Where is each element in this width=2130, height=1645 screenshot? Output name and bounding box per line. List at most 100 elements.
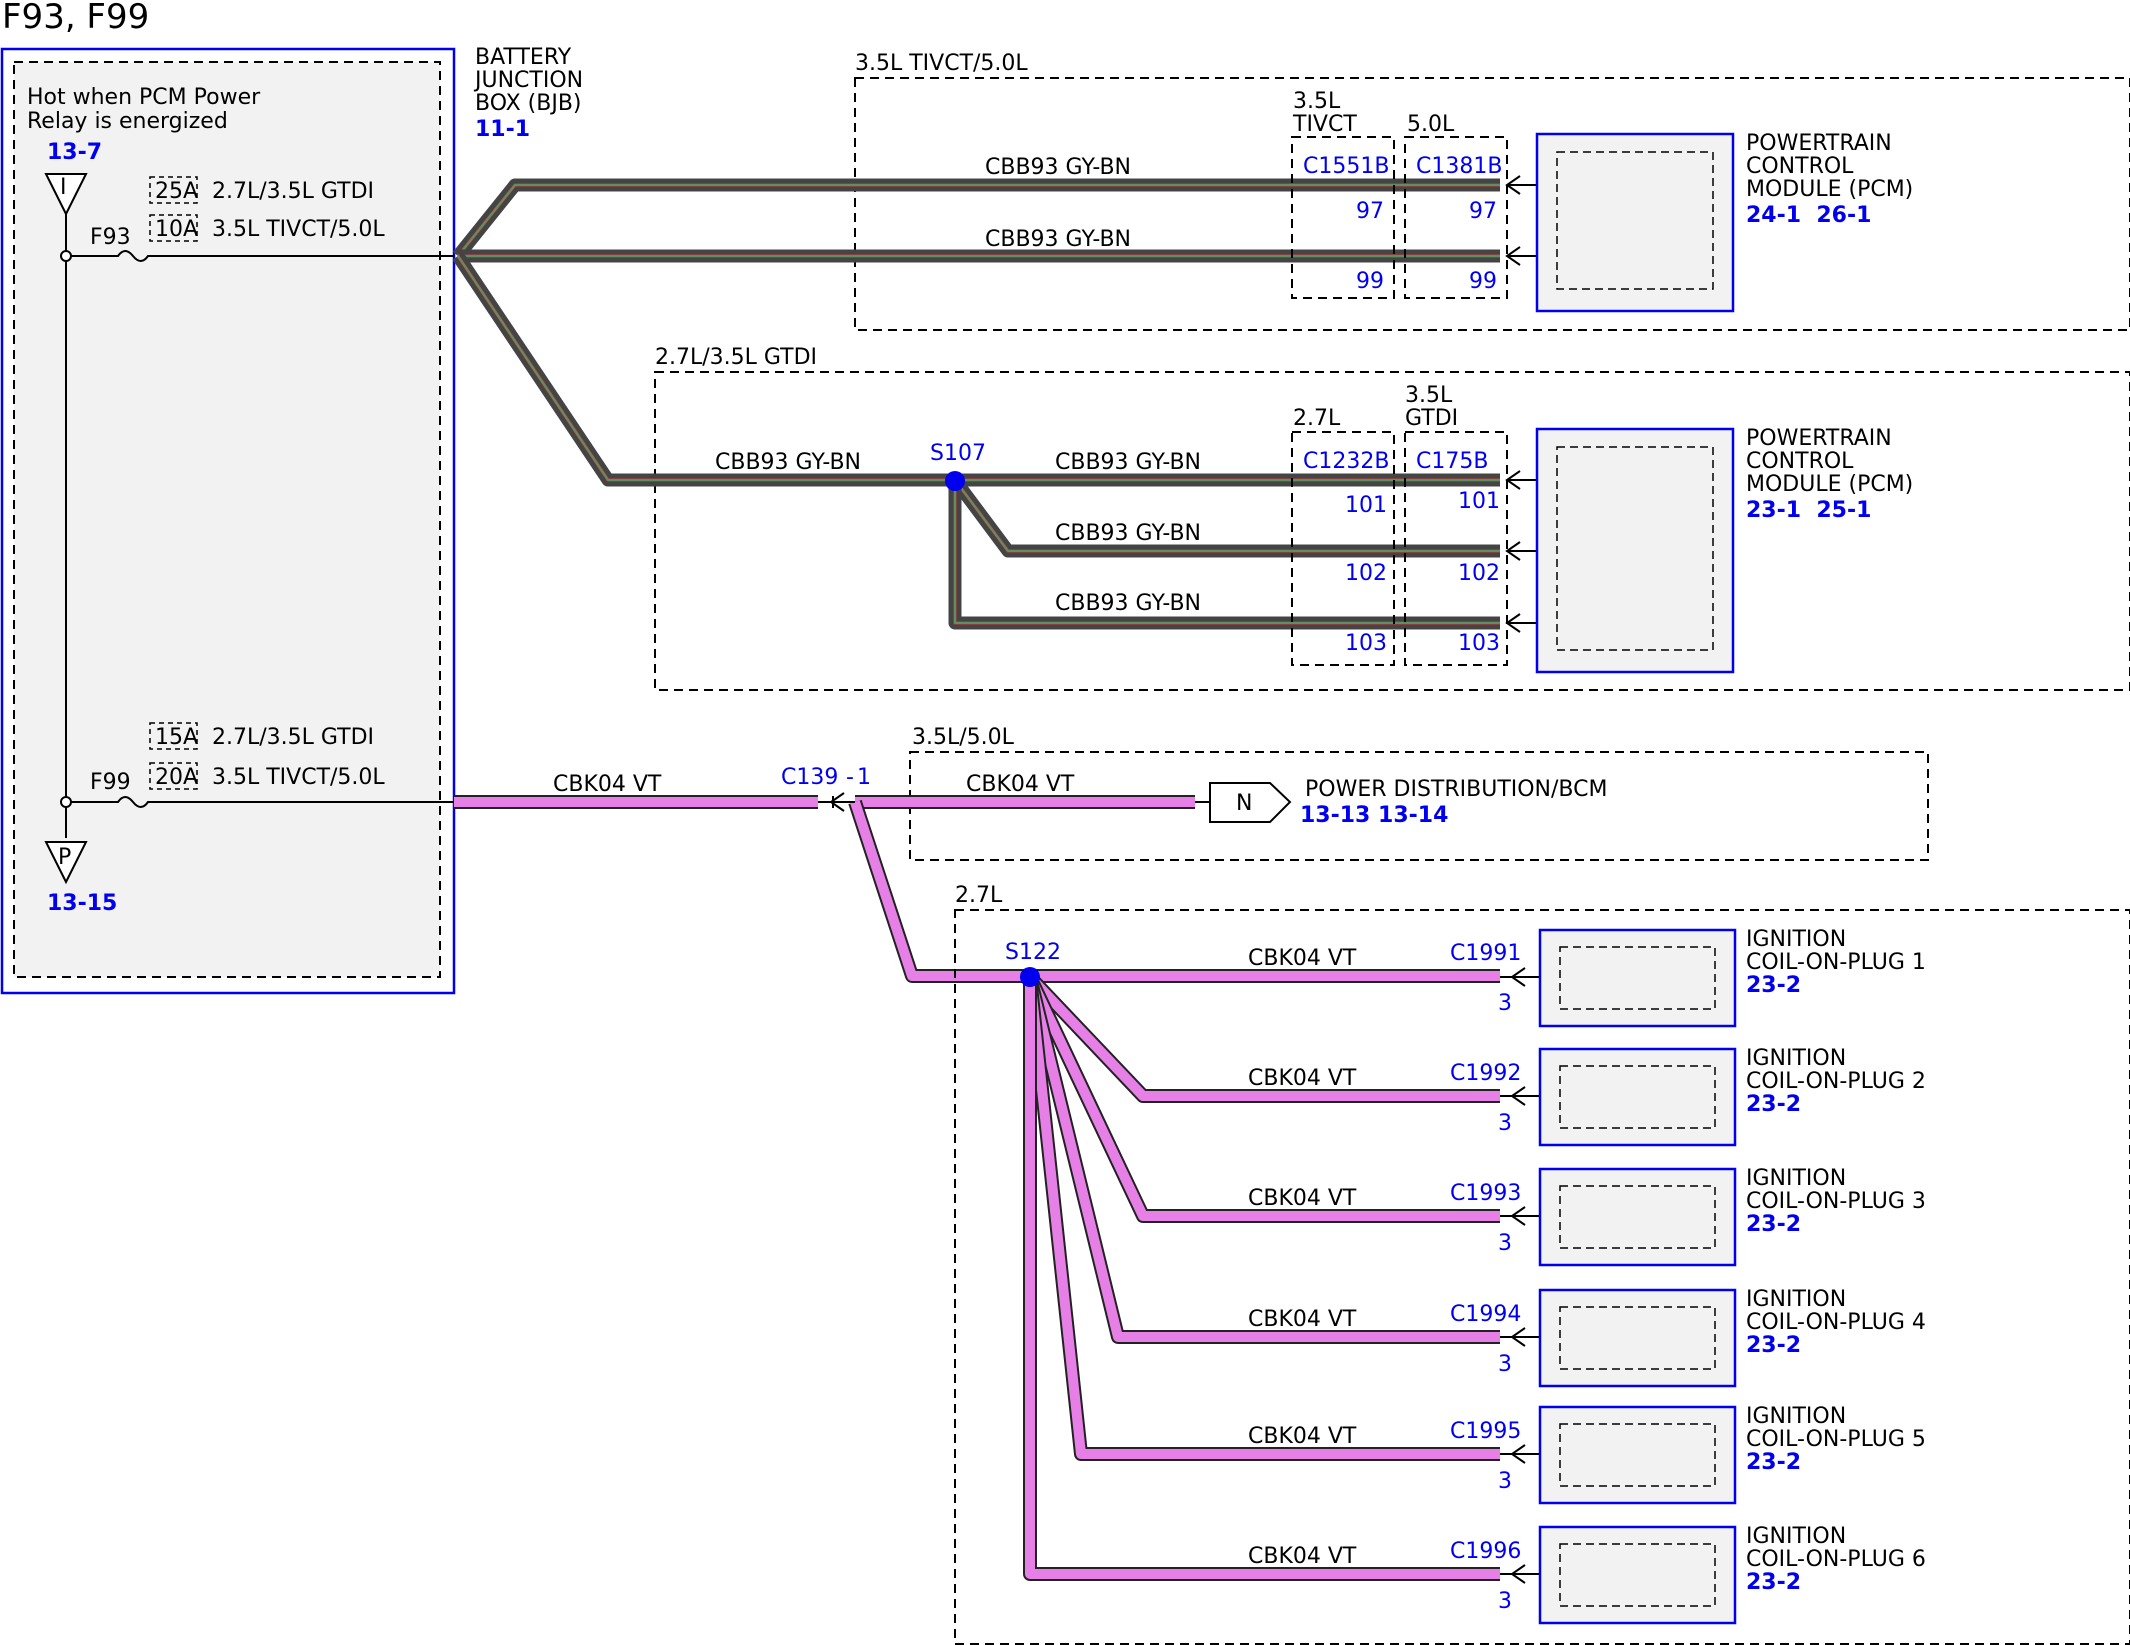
pin-number: 99 [1356,269,1384,294]
bjb-label-line1: BATTERY [475,45,572,70]
pin-number: 99 [1469,269,1497,294]
pin-arrow-icon [1505,246,1537,266]
group-pdb-label: 3.5L/5.0L [912,725,1015,750]
bjb-ref-bottom[interactable]: 13-15 [47,891,117,916]
coil-name-line1: IGNITION [1746,927,1846,952]
pdb-destination-refs[interactable]: 13-13 13-14 [1300,803,1448,828]
coil-ref[interactable]: 23-2 [1746,1333,1801,1358]
wire-label: CBB93 GY-BN [985,155,1131,180]
ignition-coil[interactable] [1538,1167,1737,1267]
bjb-label-line3: BOX (BJB) [475,91,582,116]
terminal-p-icon [44,841,88,885]
module-name-line1: POWERTRAIN [1746,426,1892,451]
bjb-note-line2: Relay is energized [27,109,228,134]
connector-id[interactable]: C1381B [1416,154,1502,179]
coil-ref[interactable]: 23-2 [1746,1212,1801,1237]
pin-number: 101 [1458,489,1500,514]
fuse-f99-rating-a-label: 2.7L/3.5L GTDI [212,725,374,750]
ignition-coil[interactable] [1538,1047,1737,1147]
group-coils-boundary [954,909,2130,1645]
group-tivct-label: 3.5L TIVCT/5.0L [855,51,1028,76]
pin-number: 101 [1345,493,1387,518]
pin-arrow-icon [1500,1327,1540,1347]
ignition-coil-inner [1559,1185,1716,1249]
ignition-coil-inner [1559,1543,1716,1607]
pin-arrow-icon [1500,967,1540,987]
terminal-p-label: P [58,845,71,870]
pdb-destination: POWER DISTRIBUTION/BCM [1305,777,1607,802]
coil-name-line2: COIL-ON-PLUG 4 [1746,1310,1926,1335]
ignition-coil[interactable] [1538,1525,1737,1625]
connector-b-variant: 5.0L [1407,112,1455,137]
connector-id[interactable]: C139 [781,765,838,790]
pin-number: 3 [1498,1469,1512,1494]
wire-label: CBK04 VT [1248,1186,1357,1211]
coil-ref[interactable]: 23-2 [1746,1092,1801,1117]
pin-number: 97 [1356,199,1384,224]
bus-node-f99 [60,796,72,808]
fuse-f93-rating-b-label: 3.5L TIVCT/5.0L [212,217,385,242]
coil-name-line2: COIL-ON-PLUG 6 [1746,1547,1926,1572]
coil-ref[interactable]: 23-2 [1746,973,1801,998]
wire-gy-bn-gtdi [452,252,1500,630]
connector-b-variant-line1: 3.5L [1405,383,1453,408]
connector-id[interactable]: C1995 [1450,1419,1521,1444]
pin-arrow-icon [1505,613,1537,633]
connector-a-variant-line2: TIVCT [1292,112,1357,137]
coil-ref[interactable]: 23-2 [1746,1450,1801,1475]
module-name-line2: CONTROL [1746,154,1854,179]
ignition-coil[interactable] [1538,928,1737,1028]
connector-id[interactable]: C1993 [1450,1181,1521,1206]
group-tivct-boundary [854,77,2130,331]
splice-id[interactable]: S122 [1005,940,1061,965]
coil-ref[interactable]: 23-2 [1746,1570,1801,1595]
pin-arrow-icon [1500,1086,1540,1106]
connector-c175b-boundary [1404,431,1508,666]
pcm-module[interactable] [1535,427,1735,674]
ignition-coil[interactable] [1538,1405,1737,1505]
battery-junction-box: Hot when PCM Power Relay is energized 13… [0,45,583,995]
splice-s122-icon [1020,967,1040,987]
ignition-coil-inner [1559,1065,1716,1129]
diagram-title: F93, F99 [2,0,149,37]
connector-id[interactable]: C1996 [1450,1539,1521,1564]
bjb-label-line2: JUNCTION [473,68,583,93]
bjb-label-ref[interactable]: 11-1 [475,117,530,142]
pin-arrow-icon [1505,541,1537,561]
coil-2: CBK04 VT C1992 3 IGNITION COIL-ON-PLUG 2… [1248,1046,1926,1147]
ignition-coil[interactable] [1538,1288,1737,1388]
connector-c1551b-boundary [1291,136,1395,299]
connector-id[interactable]: C1991 [1450,941,1521,966]
group-coils-label: 2.7L [955,883,1003,908]
pin-number: 1 [857,765,871,790]
coil-3: CBK04 VT C1993 3 IGNITION COIL-ON-PLUG 3… [1248,1166,1926,1267]
wire-vt-coils [1023,972,1500,1581]
connector-id[interactable]: C1992 [1450,1061,1521,1086]
wire-label: CBK04 VT [1248,1544,1357,1569]
module-refs[interactable]: 23-1 25-1 [1746,498,1871,523]
fuse-f99-rating-b: 20A [155,765,198,790]
module-refs[interactable]: 24-1 26-1 [1746,203,1871,228]
wire-label: CBK04 VT [966,772,1075,797]
coil-name-line2: COIL-ON-PLUG 5 [1746,1427,1926,1452]
connector-id[interactable]: C1551B [1303,154,1389,179]
pcm-module[interactable] [1535,132,1735,313]
pin-number: 3 [1498,1111,1512,1136]
connector-id[interactable]: C1994 [1450,1302,1521,1327]
connector-a-variant: 2.7L [1293,406,1341,431]
splice-id[interactable]: S107 [930,441,986,466]
coil-name-line1: IGNITION [1746,1524,1846,1549]
coil-5: CBK04 VT C1995 3 IGNITION COIL-ON-PLUG 5… [1248,1404,1926,1505]
coil-1: CBK04 VT C1991 3 IGNITION COIL-ON-PLUG 1… [1248,927,1926,1028]
bjb-ref-top[interactable]: 13-7 [47,140,102,165]
pin-number: 103 [1458,631,1500,656]
pin-number: 3 [1498,1231,1512,1256]
wire-label: CBB93 GY-BN [715,450,861,475]
wire-label: CBK04 VT [1248,946,1357,971]
pin-number: 3 [1498,991,1512,1016]
pin-arrow-icon [1500,1564,1540,1584]
ignition-coil-inner [1559,1423,1716,1487]
connector-id[interactable]: C175B [1416,449,1488,474]
connector-id[interactable]: C1232B [1303,449,1389,474]
